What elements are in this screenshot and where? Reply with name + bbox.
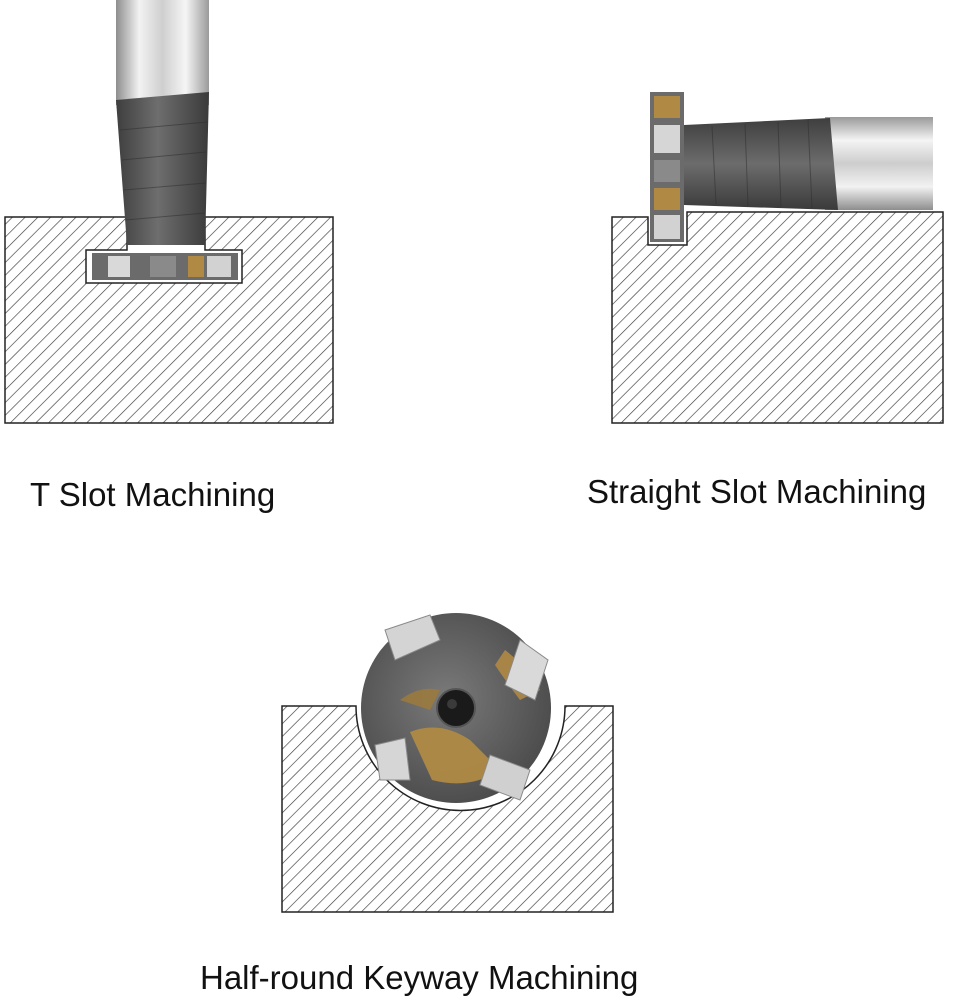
half-round-cutter-head <box>361 613 551 803</box>
straight-slot-cutter-shank <box>825 117 933 210</box>
straight-slot-insert <box>654 215 680 239</box>
straight-slot-workpiece <box>611 211 944 424</box>
t-slot-diagram <box>4 0 334 424</box>
carbide-tip <box>479 754 531 801</box>
straight-slot-cutter-neck <box>684 118 838 210</box>
t-slot-workpiece <box>4 216 334 424</box>
straight-slot-brazing <box>654 188 680 210</box>
t-slot-brazing <box>188 256 204 277</box>
half-round-caption: Half-round Keyway Machining <box>200 959 639 996</box>
t-slot-cutter-shank <box>116 0 209 105</box>
straight-slot-diagram <box>611 92 944 424</box>
carbide-tip <box>374 737 411 781</box>
straight-slot-brazing <box>654 96 680 118</box>
t-slot-insert <box>150 256 176 277</box>
straight-slot-caption: Straight Slot Machining <box>587 473 927 510</box>
carbide-tip <box>504 639 549 701</box>
straight-slot-insert <box>654 125 680 153</box>
t-slot-insert <box>207 256 231 277</box>
straight-slot-insert <box>654 160 680 182</box>
half-round-diagram <box>281 613 614 913</box>
t-slot-caption: T Slot Machining <box>30 476 276 513</box>
carbide-tip <box>384 614 441 661</box>
center-bore <box>436 688 476 728</box>
t-slot-cutter-neck <box>116 92 209 245</box>
t-slot-insert <box>108 256 130 277</box>
half-round-workpiece <box>281 705 614 913</box>
